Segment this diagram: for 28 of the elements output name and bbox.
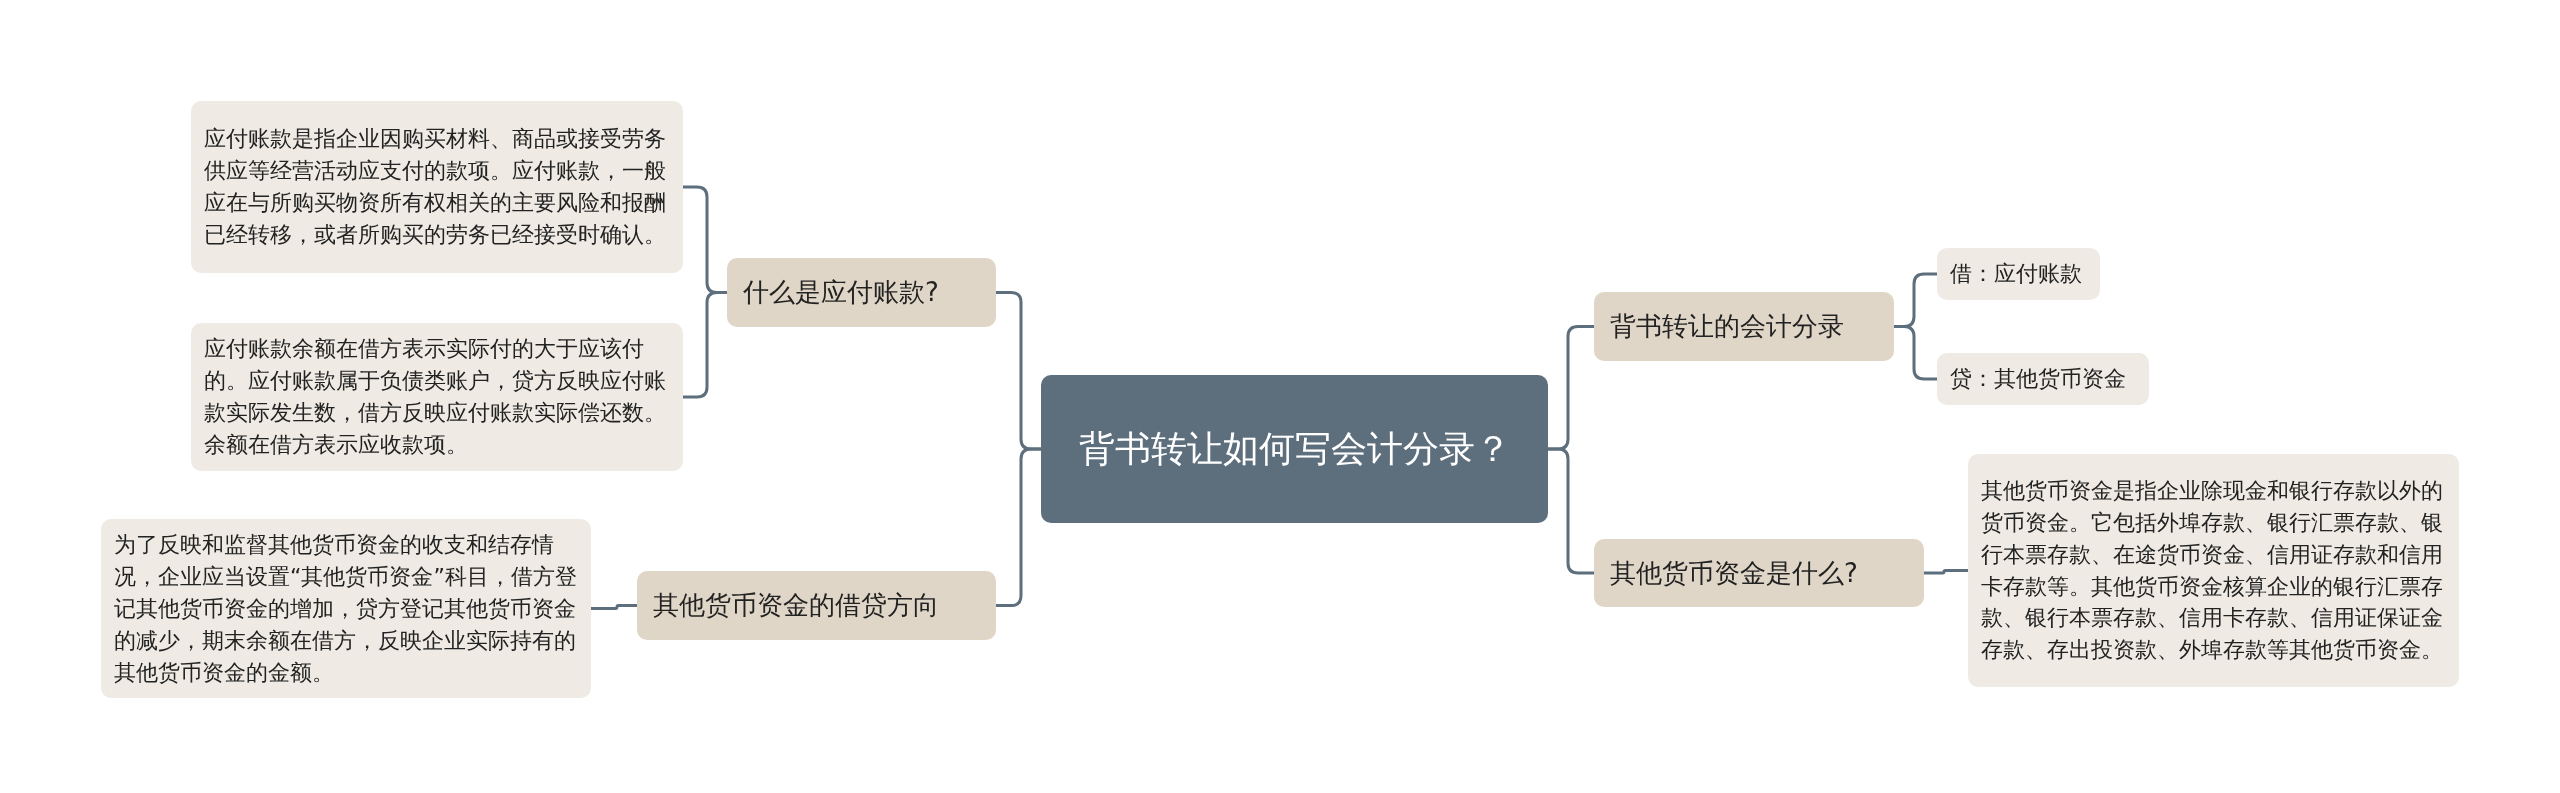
topic-text: 背书转让的会计分录 bbox=[1610, 310, 1844, 343]
topic-text: 应付账款是指企业因购买材料、商品或接受劳务供应等经营活动应支付的款项。应付账款，一般应在与所购买物资所有权相关的主要风险和报酬已经转移，或者所购买的劳务已经接受时确认。 bbox=[204, 125, 667, 249]
subtopic-box bbox=[1937, 353, 2149, 405]
topic-box bbox=[637, 571, 996, 640]
subtopic-box bbox=[191, 101, 683, 273]
topic-text: 借：应付账款 bbox=[1950, 260, 2082, 289]
subtopic-box bbox=[1968, 454, 2459, 687]
connector-line bbox=[1548, 447, 1594, 575]
topic-text: 为了反映和监督其他货币资金的收支和结存情况，企业应当设置“其他货币资金”科目，借方登记其他货币资金的增加，贷方登记其他货币资金的减少，期末余额在借方，反映企业实际持有的其他货币资金的金额。 bbox=[114, 531, 578, 687]
subtopic-box bbox=[101, 519, 591, 699]
topic-text: 应付账款余额在借方表示实际付的大于应该付的。应付账款属于负债类账户，贷方反映应付账款实际发生数，借方反映应付账款实际偿还数。余额在借方表示应收款项。 bbox=[204, 335, 667, 459]
topic-text: 其他货币资金是指企业除现金和银行存款以外的货币资金。它包括外埠存款、银行汇票存款、银行本票存款、在途货币资金、信用证存款和信用卡存款等。其他货币资金核算企业的银行汇票存款、银行本票存款、信用卡存款、信用证保证金存款、存出投资款、外埠存款等其他货币资金。 bbox=[1981, 476, 2444, 665]
topic-text: 贷：其他货币资金 bbox=[1950, 365, 2126, 394]
topic-text: 其他货币资金的借贷方向 bbox=[653, 589, 939, 622]
topic-text: 什么是应付账款? bbox=[743, 276, 939, 309]
connector-line bbox=[591, 604, 637, 610]
connector-line bbox=[1924, 569, 1968, 575]
connector-line bbox=[683, 291, 727, 399]
subtopic-box bbox=[1937, 248, 2100, 300]
topic-text: 背书转让如何写会计分录？ bbox=[1078, 426, 1511, 471]
topic-text: 其他货币资金是什么? bbox=[1610, 556, 1858, 590]
topic-box bbox=[1594, 292, 1894, 361]
subtopic-box bbox=[191, 323, 683, 471]
connector-line bbox=[1894, 325, 1937, 381]
connector-line bbox=[996, 447, 1041, 607]
topic-box bbox=[727, 258, 996, 327]
central-topic-box bbox=[1041, 375, 1548, 523]
topic-box bbox=[1594, 539, 1924, 607]
